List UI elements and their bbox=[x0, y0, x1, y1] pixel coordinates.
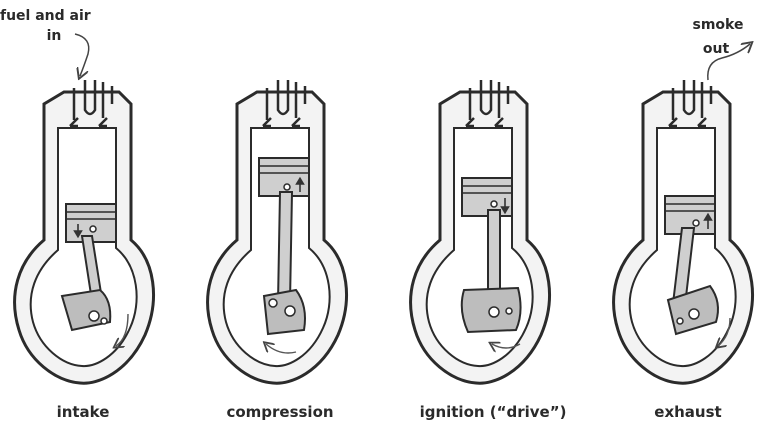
engine-exhaust bbox=[614, 80, 753, 383]
connecting-rod bbox=[278, 192, 292, 302]
smoke-out-label-line2: out bbox=[703, 41, 730, 57]
wrist-pin bbox=[284, 184, 290, 190]
stage-label-intake: intake bbox=[57, 403, 110, 421]
engine-intake bbox=[15, 80, 154, 383]
engine-compression bbox=[208, 80, 347, 383]
wrist-pin bbox=[491, 201, 497, 207]
smoke-out-label-line1: smoke bbox=[693, 17, 744, 33]
wrist-pin bbox=[90, 226, 96, 232]
fuel-in-label-line2: in bbox=[47, 28, 62, 44]
wrist-pin bbox=[693, 220, 699, 226]
fuel-in-label-line1: fuel and air bbox=[0, 8, 91, 24]
stage-label-ignition: ignition (“drive”) bbox=[420, 403, 567, 421]
engine-ignition bbox=[411, 80, 550, 383]
piston bbox=[259, 158, 309, 196]
stage-label-compression: compression bbox=[226, 403, 333, 421]
fuel-in-arrow bbox=[75, 34, 89, 76]
stage-label-exhaust: exhaust bbox=[654, 403, 721, 421]
